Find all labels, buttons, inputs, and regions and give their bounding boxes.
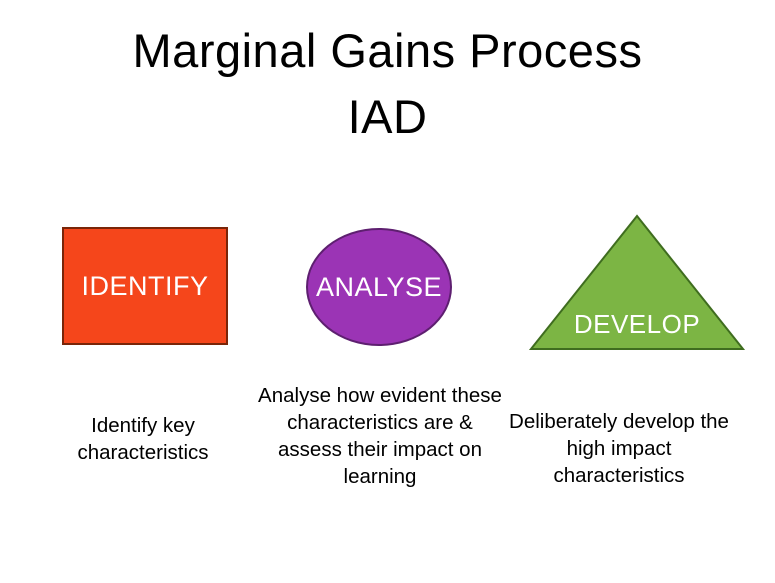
slide-title: Marginal Gains Process IAD <box>0 18 775 150</box>
title-line-1: Marginal Gains Process <box>132 24 643 77</box>
develop-shape: DEVELOP <box>528 213 746 352</box>
analyse-shape: ANALYSE <box>306 228 452 346</box>
develop-triangle-svg <box>528 214 746 350</box>
analyse-caption: Analyse how evident these characteristic… <box>258 384 502 489</box>
analyse-label: ANALYSE <box>315 271 443 302</box>
identify-label: IDENTIFY <box>81 270 209 301</box>
develop-caption: Deliberately develop the high impact cha… <box>509 410 729 488</box>
title-line-2: IAD <box>347 89 428 143</box>
develop-triangle <box>528 214 746 350</box>
identify-shape: IDENTIFY <box>62 227 228 345</box>
identify-caption: Identify key characteristics <box>77 414 209 465</box>
develop-label: DEVELOP <box>573 309 701 339</box>
